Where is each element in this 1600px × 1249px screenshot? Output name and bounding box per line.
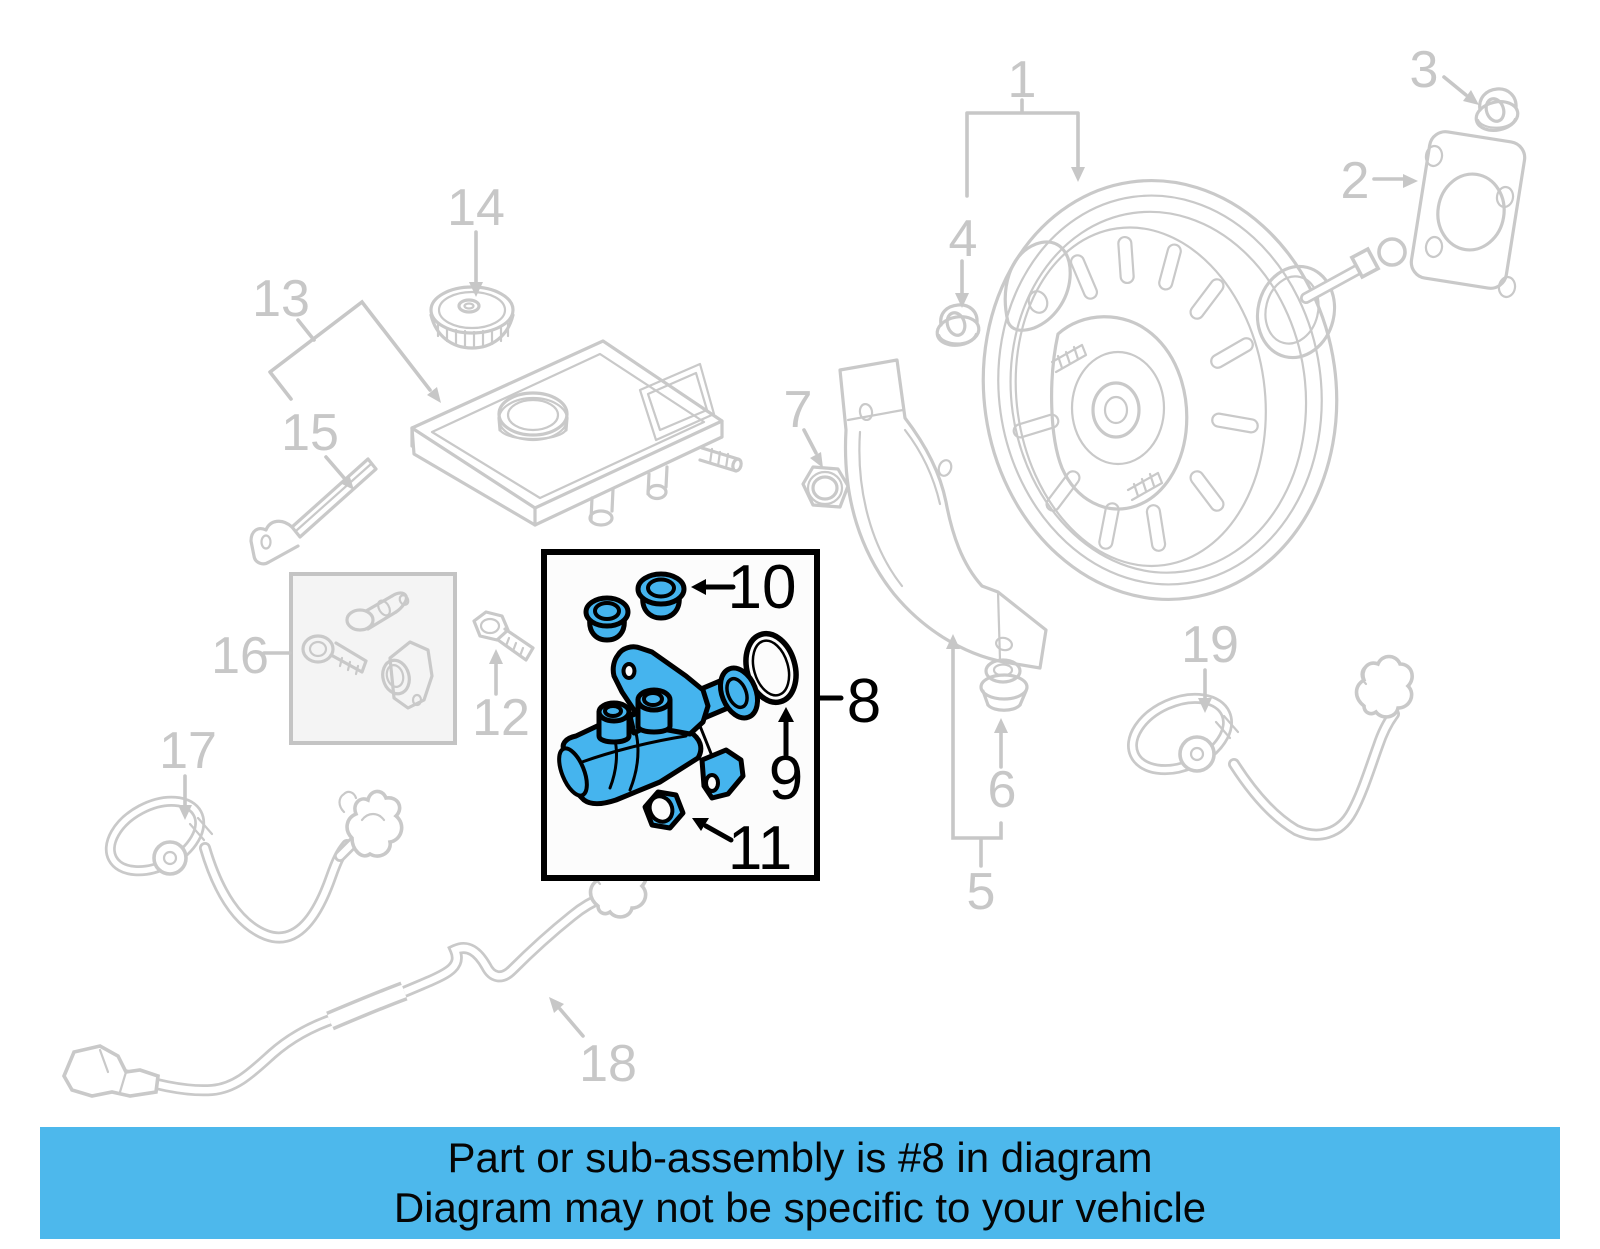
bracket16-art xyxy=(381,640,434,710)
callout-11-label: 11 xyxy=(728,814,792,883)
callout-2-label: 2 xyxy=(1341,152,1370,210)
callout-4-label: 4 xyxy=(949,210,978,268)
bolt16-art xyxy=(301,634,368,676)
callout-labels: 1 2 3 4 5 6 7 12 13 14 15 16 17 18 19 xyxy=(159,41,1438,1093)
highlighted-part-box: 8 9 10 11 xyxy=(541,549,881,883)
nut11-art xyxy=(642,789,686,831)
backing-plate-art xyxy=(838,358,1048,670)
callout-8-label: 8 xyxy=(847,667,881,736)
master-cylinder-art xyxy=(557,644,761,807)
bleeder-valve-art xyxy=(345,591,410,632)
callout-7-label: 7 xyxy=(784,381,813,439)
callout-leaders xyxy=(178,75,1479,1038)
callout-6-label: 6 xyxy=(988,761,1017,819)
gasket-art xyxy=(1409,130,1527,299)
callout-5-label: 5 xyxy=(967,863,996,921)
info-banner: Part or sub-assembly is #8 in diagram Di… xyxy=(40,1127,1560,1239)
callout-13-label: 13 xyxy=(252,270,310,328)
booster-stud xyxy=(1050,343,1164,502)
booster-slots xyxy=(1012,235,1259,552)
grommets10-art xyxy=(583,571,687,643)
callout-17-label: 17 xyxy=(159,722,217,780)
reservoir-art xyxy=(410,339,743,527)
hose19-art xyxy=(1127,654,1414,841)
highlight-leaders xyxy=(691,579,844,843)
banner-line-2: Diagram may not be specific to your vehi… xyxy=(393,1184,1207,1231)
callout-14-label: 14 xyxy=(447,179,505,237)
hardware-box-art xyxy=(289,572,457,745)
callout-15-label: 15 xyxy=(281,404,339,462)
nut7-art xyxy=(801,465,850,509)
strap-art xyxy=(249,457,378,566)
callout-1-label: 1 xyxy=(1008,51,1037,109)
nut4-art xyxy=(935,303,981,347)
callout-9-label: 9 xyxy=(769,744,803,813)
callout-12-label: 12 xyxy=(472,689,530,747)
callout-16-label: 16 xyxy=(211,627,269,685)
callout-3-label: 3 xyxy=(1410,41,1439,99)
booster-rod xyxy=(1300,237,1407,304)
banner-line-1: Part or sub-assembly is #8 in diagram xyxy=(447,1134,1153,1181)
nut3-art xyxy=(1474,87,1520,132)
callout-18-label: 18 xyxy=(579,1035,637,1093)
bolt12-art xyxy=(472,610,535,662)
brake-booster-art xyxy=(981,179,1407,601)
hose18-art xyxy=(61,854,648,1098)
callout-19-label: 19 xyxy=(1181,616,1239,674)
hose17-art xyxy=(104,789,404,944)
reservoir-cap-art xyxy=(429,285,515,350)
callout-10-label: 10 xyxy=(728,553,797,622)
grommet6-art xyxy=(979,658,1029,712)
